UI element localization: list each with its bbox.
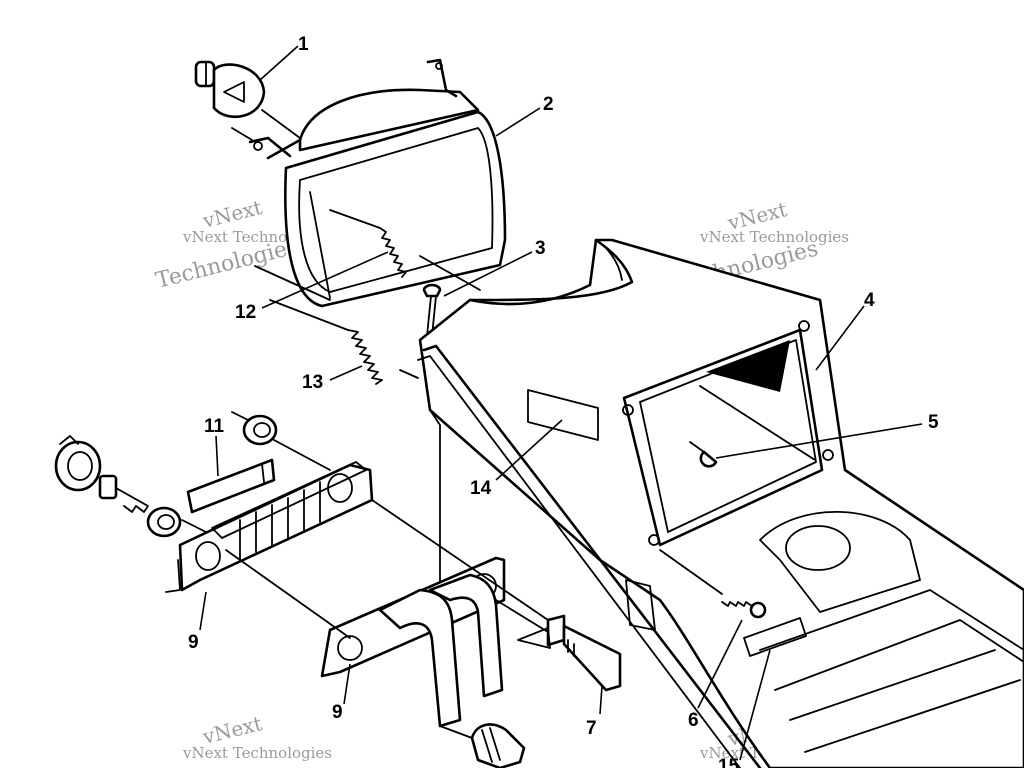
callout-leaders <box>199 45 923 761</box>
callout-15: 15 <box>718 756 740 768</box>
grommet-upper <box>231 411 331 471</box>
plate-11 <box>186 458 276 514</box>
grommet-lower-left <box>146 506 182 538</box>
headlight-housing <box>231 58 507 308</box>
svg-text:vNext Technologies: vNext Technologies <box>699 228 849 246</box>
callout-13: 13 <box>302 372 323 393</box>
screw-5 <box>689 441 718 468</box>
spring-upper <box>254 209 481 301</box>
callout-12: 12 <box>235 302 256 323</box>
callout-4: 4 <box>864 290 875 311</box>
callout-6: 6 <box>688 710 699 731</box>
headlight-bulb <box>194 60 266 119</box>
spring-lower <box>269 299 419 385</box>
callout-7: 7 <box>586 718 597 739</box>
assembly-lines <box>181 499 549 739</box>
switch-bracket-lower <box>320 556 506 728</box>
watermark-bottom-left: vNext Technologies vNext <box>182 711 332 762</box>
svg-text:vNext Technologies: vNext Technologies <box>182 744 332 762</box>
callout-5: 5 <box>928 412 939 433</box>
screw-6 <box>659 549 767 619</box>
connector-7 <box>517 614 622 692</box>
hood-console <box>417 238 1024 770</box>
key <box>98 474 149 513</box>
ignition-cap <box>54 435 102 492</box>
callout-9-lower: 9 <box>332 702 343 723</box>
callout-2: 2 <box>543 94 554 115</box>
callout-9-upper: 9 <box>188 632 199 653</box>
plug <box>470 723 526 770</box>
callout-11: 11 <box>204 416 225 437</box>
callout-3: 3 <box>535 238 546 259</box>
callout-14: 14 <box>470 478 492 499</box>
callout-1: 1 <box>298 34 309 55</box>
